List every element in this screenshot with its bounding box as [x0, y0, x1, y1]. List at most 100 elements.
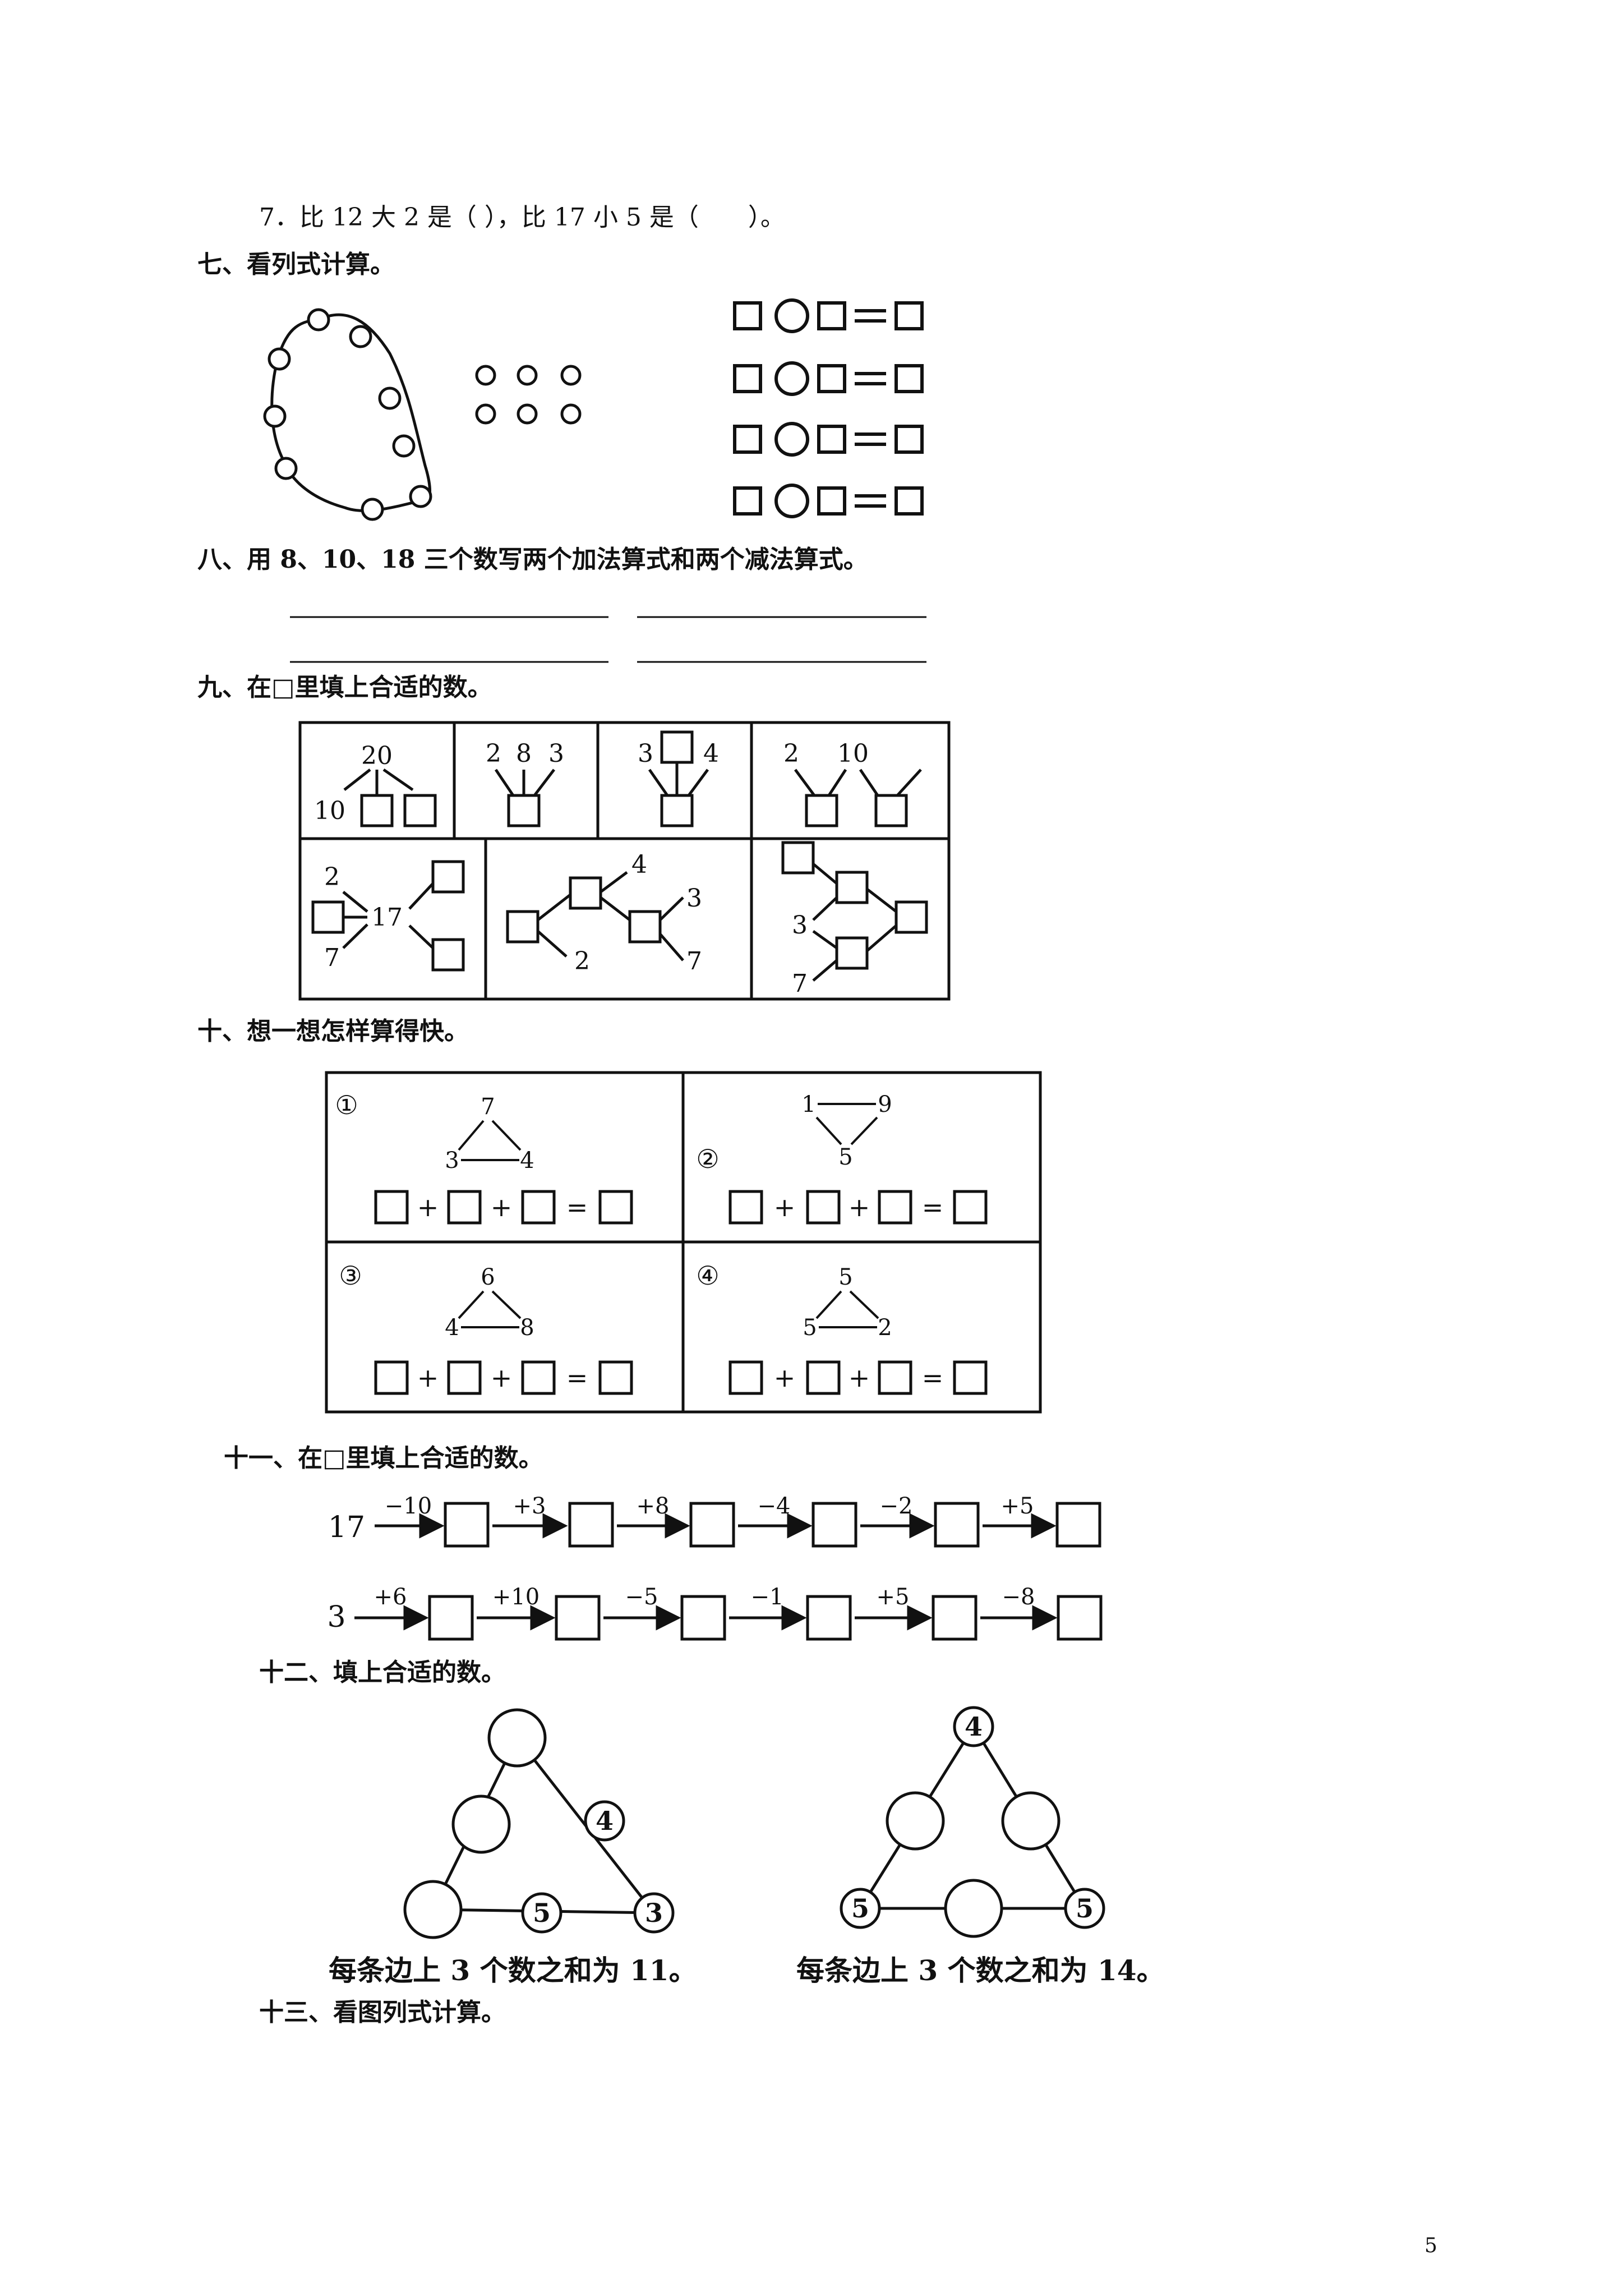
chain1-op-2: +3 — [513, 1493, 546, 1519]
s9-c3-b: 4 — [703, 739, 719, 768]
tri-right-caption: 每条边上 3 个数之和为 14。 — [796, 1954, 1165, 1987]
s9-c1-top: 20 — [361, 742, 393, 770]
s10-c3-right: 8 — [520, 1315, 534, 1341]
equation-box-rows — [733, 298, 924, 518]
s10-c2-equals: = — [922, 1192, 944, 1222]
s10-c4-right: 2 — [878, 1315, 892, 1341]
s10-c4-left: 5 — [803, 1315, 817, 1341]
s10-c1-plus-1: + — [417, 1192, 439, 1222]
s10-c1-plus-2: + — [491, 1192, 513, 1222]
chain1-op-4: −4 — [758, 1493, 791, 1519]
section-9-title: 九、在□里填上合适的数。 — [197, 673, 492, 702]
tri-left-n3: 3 — [645, 1898, 663, 1928]
s10-c4-plus-1: + — [774, 1363, 796, 1393]
s10-c4-equals: = — [922, 1363, 944, 1393]
tri-right-n1: 4 — [965, 1711, 983, 1742]
s10-cell-2: ② 1 9 5 + + = — [696, 1092, 988, 1225]
chain2-op-5: +5 — [877, 1584, 910, 1610]
page-number: 5 — [1424, 2234, 1437, 2257]
s9-cell-7: 3 7 — [781, 841, 928, 998]
s9-c6-d: 7 — [686, 947, 702, 976]
s10-c1-right: 4 — [520, 1148, 534, 1174]
chain2-op-2: +10 — [492, 1584, 540, 1610]
s10-cell-1: ① 7 3 4 + + = — [335, 1090, 633, 1225]
s10-c3-top: 6 — [481, 1264, 495, 1290]
equation-row-1 — [733, 298, 924, 333]
s9-c2-b: 8 — [516, 739, 532, 768]
s10-c2-mark: ② — [696, 1144, 719, 1174]
answer-lines — [290, 616, 926, 663]
s10-c2-left: 1 — [801, 1092, 815, 1117]
s10-c1-top: 7 — [481, 1094, 495, 1120]
s9-c6-a: 4 — [631, 850, 647, 879]
s10-c3-equals: = — [566, 1363, 588, 1393]
equation-row-3 — [733, 422, 924, 457]
s10-c4-mark: ④ — [696, 1260, 719, 1291]
s9-c5-b: 7 — [324, 944, 340, 972]
s9-cell-4: 2 10 — [783, 739, 922, 827]
tri-left-n1: 4 — [596, 1806, 614, 1836]
s10-c2-right: 9 — [878, 1092, 892, 1117]
s9-c4-a: 2 — [783, 739, 799, 768]
chain2-op-4: −1 — [751, 1584, 784, 1610]
s9-c7-b: 7 — [792, 969, 808, 998]
section-10-grid — [325, 1071, 1042, 1414]
chain1-op-1: −10 — [385, 1493, 432, 1519]
section-12-title: 十二、填上合适的数。 — [259, 1658, 506, 1687]
chain2-start: 3 — [327, 1600, 345, 1634]
equation-row-4 — [733, 484, 924, 518]
s9-cell-1: 20 10 — [314, 742, 437, 827]
chain2-op-6: −8 — [1002, 1584, 1035, 1610]
triangle-right: 4 5 5 — [840, 1706, 1105, 1938]
chain-row-2: 3 +6 +10 −5 −1 +5 −8 — [327, 1584, 1103, 1641]
triangle-left: 4 5 3 — [403, 1708, 675, 1939]
chain1-op-5: −2 — [880, 1493, 913, 1519]
tri-right-n2: 5 — [851, 1893, 869, 1924]
s10-c1-equals: = — [566, 1192, 588, 1222]
s9-c2-c: 3 — [548, 739, 564, 768]
chain1-op-6: +5 — [1001, 1493, 1034, 1519]
s9-cell-5: 2 17 7 — [311, 860, 465, 972]
dots-figure — [475, 365, 582, 425]
section-8-title: 八、用 8、10、18 三个数写两个加法算式和两个减法算式。 — [197, 545, 868, 574]
equation-row-2 — [733, 361, 924, 396]
bead-loop-figure — [263, 308, 432, 521]
s10-c3-plus-1: + — [417, 1363, 439, 1393]
s10-c2-plus-1: + — [774, 1192, 796, 1222]
s9-cell-2: 2 8 3 — [486, 739, 564, 827]
s9-c7-a: 3 — [792, 911, 808, 940]
question-7: 7．比 12 大 2 是（ ），比 17 小 5 是（ ）。 — [259, 203, 785, 232]
tri-left-n2: 5 — [533, 1898, 551, 1928]
section-9-grid — [298, 721, 951, 1001]
tri-right-n3: 5 — [1076, 1893, 1094, 1924]
s10-c1-left: 3 — [445, 1148, 459, 1174]
s10-c4-top: 5 — [838, 1264, 852, 1290]
s10-cell-4: ④ 5 5 2 + + = — [696, 1260, 988, 1395]
s10-c3-mark: ③ — [339, 1260, 362, 1291]
s10-cell-3: ③ 6 4 8 + + = — [339, 1260, 633, 1395]
s10-c3-left: 4 — [445, 1315, 459, 1341]
s9-cell-6: 4 3 2 7 — [506, 850, 702, 976]
chain2-op-3: −5 — [625, 1584, 658, 1610]
section-7-title: 七、看列式计算。 — [197, 250, 395, 279]
s9-cell-3: 3 4 — [638, 730, 719, 827]
tri-left-caption: 每条边上 3 个数之和为 11。 — [329, 1954, 697, 1987]
s10-c4-plus-2: + — [849, 1363, 870, 1393]
s9-c4-b: 10 — [837, 739, 869, 768]
s10-c3-plus-2: + — [491, 1363, 513, 1393]
s9-c5-center: 17 — [371, 903, 403, 932]
s9-c5-a: 2 — [324, 863, 340, 891]
s10-c1-mark: ① — [335, 1090, 358, 1120]
s9-c6-b: 3 — [686, 884, 702, 913]
s9-c1-left: 10 — [314, 797, 345, 825]
s10-c2-plus-2: + — [849, 1192, 870, 1222]
section-10-title: 十、想一想怎样算得快。 — [197, 1017, 469, 1046]
chain2-op-1: +6 — [374, 1584, 407, 1610]
chain-row-1: 17 −10 +3 +8 −4 −2 +5 — [328, 1493, 1101, 1548]
s10-c2-bottom: 5 — [838, 1144, 852, 1170]
section-11-title: 十一、在□里填上合适的数。 — [224, 1444, 543, 1473]
section-13-title: 十三、看图列式计算。 — [259, 1998, 506, 2027]
s9-c2-a: 2 — [486, 739, 501, 768]
s9-c3-a: 3 — [638, 739, 653, 768]
